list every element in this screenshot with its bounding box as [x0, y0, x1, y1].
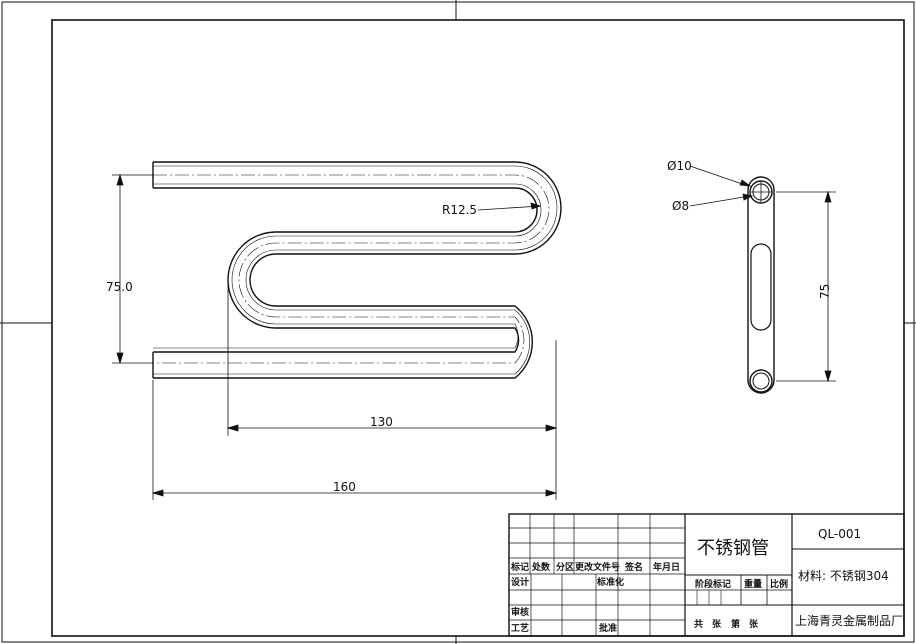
hdr-count: 处数: [531, 561, 551, 573]
dim-width-160: 160: [333, 480, 356, 494]
row-process: 工艺: [511, 622, 529, 634]
sheets-total-unit: 张: [712, 618, 722, 630]
company-name: 上海青灵金属制品厂: [795, 613, 903, 628]
hdr-zone: 分区: [556, 561, 574, 573]
hdr-change-doc: 更改文件号: [575, 561, 620, 573]
part-name: 不锈钢管: [697, 538, 769, 559]
side-view-dimensions: [689, 165, 836, 383]
dim-diameter-10: Ø10: [667, 159, 692, 173]
material-label: 材料: 不锈钢304: [798, 569, 889, 583]
row-standardize: 标准化: [596, 576, 624, 588]
dim-diameter-8: Ø8: [672, 199, 689, 213]
sheet-no-unit: 张: [749, 618, 759, 630]
dim-radius: R12.5: [442, 203, 477, 217]
hdr-date: 年月日: [653, 561, 680, 573]
dim-width-130: 130: [370, 415, 393, 429]
weight-label: 重量: [744, 578, 762, 590]
sheet-no-label: 第: [731, 618, 740, 630]
hdr-signature: 签名: [624, 561, 643, 573]
title-block: [508, 513, 905, 637]
sheets-total-label: 共: [694, 618, 703, 630]
dim-side-height-75: 75: [818, 284, 832, 299]
row-check: 审核: [511, 606, 529, 618]
front-view-tube: [152, 161, 562, 379]
side-view-tube: [747, 176, 775, 394]
row-design: 设计: [511, 576, 529, 588]
front-view-dimensions: [112, 173, 558, 500]
row-approve: 批准: [599, 622, 617, 634]
drawing-number: QL-001: [818, 527, 861, 541]
dim-height-75: 75.0: [106, 280, 133, 294]
stage-mark: 阶段标记: [695, 578, 731, 590]
hdr-mark: 标记: [510, 561, 529, 573]
scale-label: 比例: [770, 578, 788, 590]
